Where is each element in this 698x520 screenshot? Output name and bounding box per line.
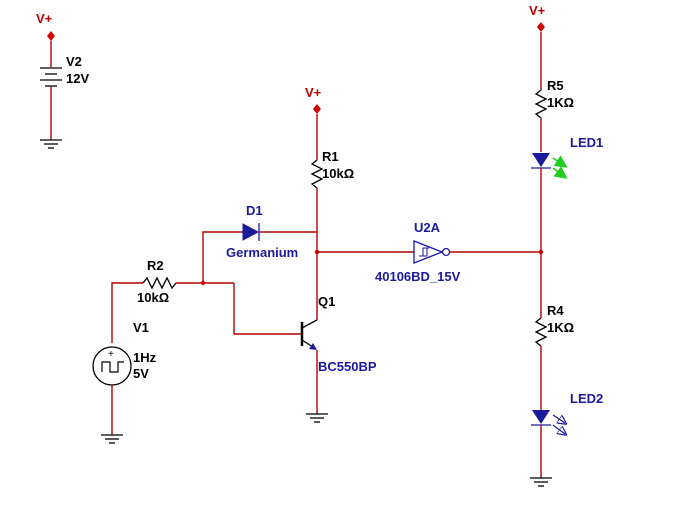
r2-diode-node [200, 280, 206, 286]
u2a-value: 40106BD_15V [375, 269, 461, 284]
square-wave-icon [101, 361, 124, 373]
r2-value: 10kΩ [137, 290, 169, 305]
inverter-triangle [413, 240, 444, 264]
v2-rail-label: V+ [36, 11, 53, 26]
d1-diode: D1 Germanium [202, 203, 317, 283]
r4-value: 1KΩ [547, 320, 574, 335]
inverter-bubble [441, 247, 451, 257]
d1-value: Germanium [226, 245, 298, 260]
r2-resistor [142, 276, 177, 290]
led1-arrow-2 [552, 166, 568, 179]
r2-resistor-group: R2 10kΩ [137, 258, 301, 335]
led2-arrow-2 [552, 424, 565, 434]
led2-symbol [532, 410, 550, 424]
led2-arrow-1 [552, 414, 565, 423]
q1-name: Q1 [318, 294, 335, 309]
q1-transistor: Q1 BC550BP [300, 294, 377, 423]
r1-value: 10kΩ [322, 166, 354, 181]
r4-resistor [534, 317, 548, 347]
right-rail-label: V+ [529, 3, 546, 18]
v2-value: 12V [66, 71, 89, 86]
led1-name: LED1 [570, 135, 603, 150]
led2-name: LED2 [570, 391, 603, 406]
right-output-branch: V+ R5 1KΩ LED1 R4 1KΩ LED2 [529, 3, 603, 487]
led1-arrow-1 [552, 155, 568, 168]
r1-resistor [310, 159, 324, 189]
r5-resistor [534, 89, 548, 119]
r5-name: R5 [547, 78, 564, 93]
v1-name: V1 [133, 320, 149, 335]
r1-branch: V+ R1 10kΩ [305, 85, 354, 320]
v1-freq: 1Hz [133, 350, 157, 365]
diode-symbol [242, 223, 260, 241]
output-node [538, 249, 544, 255]
q1-rail-node [313, 104, 321, 114]
v1-source: + V1 1Hz 5V [92, 282, 157, 444]
u2a-schmitt-inverter: U2A 40106BD_15V [317, 220, 541, 284]
q1-rail-label: V+ [305, 85, 322, 100]
svg-text:+: + [108, 349, 114, 360]
v2-name: V2 [66, 54, 82, 69]
v1-amp: 5V [133, 366, 149, 381]
r5-value: 1KΩ [547, 95, 574, 110]
r4-name: R4 [547, 303, 564, 318]
v2-supply: V+ V2 12V [36, 11, 89, 149]
v2-rail-node [47, 31, 55, 41]
u2a-name: U2A [414, 220, 441, 235]
q1-value: BC550BP [318, 359, 377, 374]
d1-name: D1 [246, 203, 263, 218]
led1-symbol [532, 153, 550, 167]
right-rail-node [537, 22, 545, 32]
r2-name: R2 [147, 258, 164, 273]
r1-name: R1 [322, 149, 339, 164]
